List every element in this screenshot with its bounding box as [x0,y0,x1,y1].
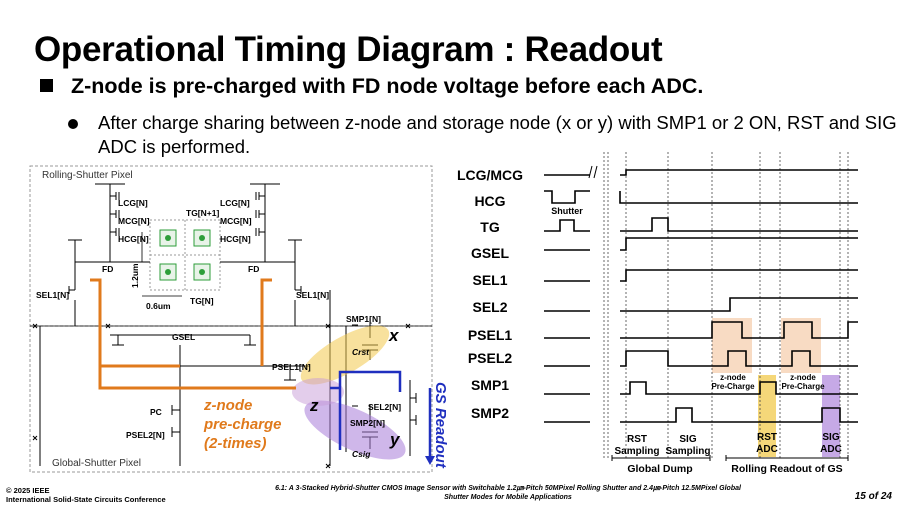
hcg-right-label: HCG[N] [220,234,251,244]
signal-label-hcg: HCG [474,193,505,209]
dim-vertical-label: 1.2um [130,263,140,288]
precharge-line2: pre-charge [203,416,282,433]
phase-brackets [611,455,849,461]
tg-top-label: TG[N+1] [186,208,219,218]
signal-label-sel2: SEL2 [472,299,507,315]
node-x-label: x [388,326,400,345]
sel2-label: SEL2[N] [368,402,401,412]
rolling-readout-label: Rolling Readout of GS [731,463,842,475]
rst-adc-line2: ADC [756,444,778,455]
gsel-label: GSEL [172,332,195,342]
sig-sampling-line1: SIG [679,434,696,445]
pixel-boundary [29,165,433,473]
timing-guides [603,152,849,458]
sel1-right-label: SEL1[N] [296,290,329,300]
y-node-highlight [304,400,406,460]
footer-center: 6.1: A 3-Stacked Hybrid-Shutter CMOS Ima… [248,484,768,502]
rs-pixel-label: Rolling-Shutter Pixel [42,170,133,181]
shutter-label: Shutter [551,206,583,216]
crst-label: Crst [352,347,370,357]
mcg-left-label: MCG[N] [118,216,150,226]
precharge-1-line1: z-node [720,373,746,382]
main-bullet-text: Z-node is pre-charged with FD node volta… [71,74,704,98]
smp1-label: SMP1[N] [346,314,381,324]
z-node-highlight [292,378,344,406]
signal-label-gsel: GSEL [471,245,510,261]
readout-path [330,370,432,456]
gs-pixel-label: Global-Shutter Pixel [52,458,141,469]
footer-left: © 2025 IEEE International Solid-State Ci… [6,486,166,504]
sig-adc-box [822,375,840,457]
signal-label-sel1: SEL1 [472,272,507,288]
main-bullet: Z-node is pre-charged with FD node volta… [40,74,703,99]
signal-label-psel2: PSEL2 [468,350,513,366]
precharge-line1: z-node [203,397,252,414]
precharge-1-line2: Pre-Charge [711,382,755,391]
square-bullet-icon [40,79,53,92]
footer-paper-line2: Shutter Modes for Mobile Applications [444,494,572,501]
round-bullet-icon [68,119,78,129]
gs-readout-label: GS Readout [432,382,449,469]
signal-label-tg: TG [480,219,500,235]
timing-waveforms [544,169,858,423]
fd-left-label: FD [102,264,113,274]
node-y-label: y [389,430,401,449]
csig-label: Csig [352,449,371,459]
psel2-label: PSEL2[N] [126,430,165,440]
psel1-label: PSEL1[N] [272,362,311,372]
pixel-circuit [29,165,433,473]
sel1-left-label: SEL1[N] [36,290,69,300]
signal-label-smp2: SMP2 [471,405,509,421]
sig-adc-line2: ADC [820,444,842,455]
smp2-label: SMP2[N] [350,418,385,428]
dim-horizontal-label: 0.6um [146,301,171,311]
page-number: 15 of 24 [854,491,892,502]
rst-adc-box [758,375,776,457]
sig-sampling-line2: Sampling [665,446,710,457]
hcg-left-label: HCG[N] [118,234,149,244]
rst-sampling-line2: Sampling [614,446,659,457]
photodiode-cells [141,229,211,297]
x-node-highlight [300,325,390,385]
precharge-2-line2: Pre-Charge [781,382,825,391]
precharge-line3: (2-times) [204,435,267,452]
precharge-path [90,278,296,390]
rst-sampling-line1: RST [627,434,647,445]
signal-label-lcg-mcg: LCG/MCG [457,167,523,183]
footer-copyright: © 2025 IEEE [6,486,50,495]
sig-adc-line1: SIG [822,432,839,443]
fd-right-label: FD [248,264,259,274]
lcg-left-label: LCG[N] [118,198,148,208]
rst-adc-line1: RST [757,432,777,443]
precharge-2-line1: z-node [790,373,816,382]
time-break-marks [588,165,598,179]
signal-label-psel1: PSEL1 [468,327,513,343]
tg-bottom-label: TG[N] [190,296,214,306]
precharge-box-2 [781,318,821,373]
sub-bullet-text: After charge sharing between z-node and … [98,112,897,157]
mcg-right-label: MCG[N] [220,216,252,226]
global-dump-label: Global Dump [627,463,692,475]
sub-bullet: After charge sharing between z-node and … [68,111,898,159]
footer-conference: International Solid-State Circuits Confe… [6,495,166,504]
node-z-label: z [309,396,319,415]
footer-paper-line1: 6.1: A 3-Stacked Hybrid-Shutter CMOS Ima… [275,485,741,492]
pc-label: PC [150,407,162,417]
signal-label-smp1: SMP1 [471,377,509,393]
lcg-right-label: LCG[N] [220,198,250,208]
page-title: Operational Timing Diagram : Readout [34,30,663,69]
